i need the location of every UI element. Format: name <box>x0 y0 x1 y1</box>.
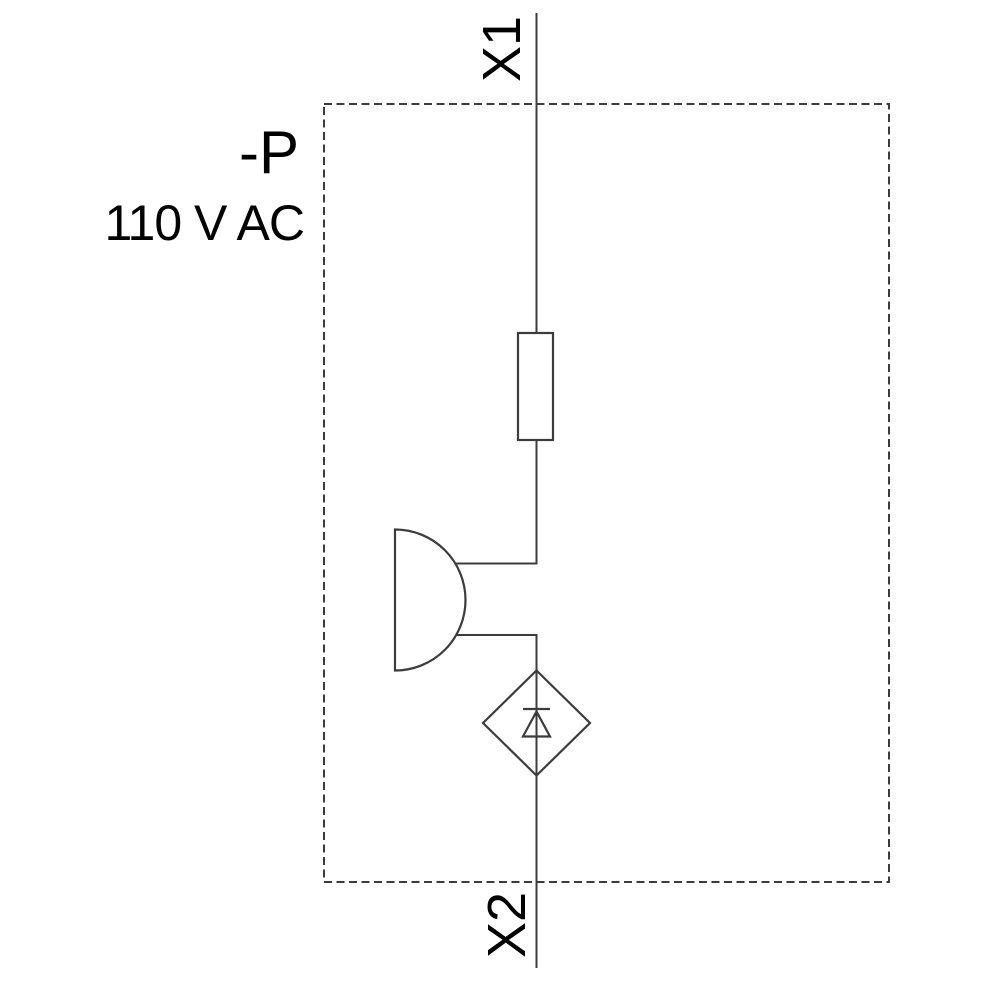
terminal-x2-label: X2 <box>477 892 537 958</box>
voltage-rating-label: 110 V AC <box>104 195 304 251</box>
component-designator-label: -P <box>239 119 299 186</box>
resistor-icon <box>516 331 555 442</box>
led-diamond-icon <box>481 668 592 778</box>
device-boundary-icon <box>323 103 890 883</box>
diode-triangle-icon <box>521 709 552 738</box>
terminal-x1-label: X1 <box>472 16 532 82</box>
lamp-lens-icon <box>393 528 467 672</box>
